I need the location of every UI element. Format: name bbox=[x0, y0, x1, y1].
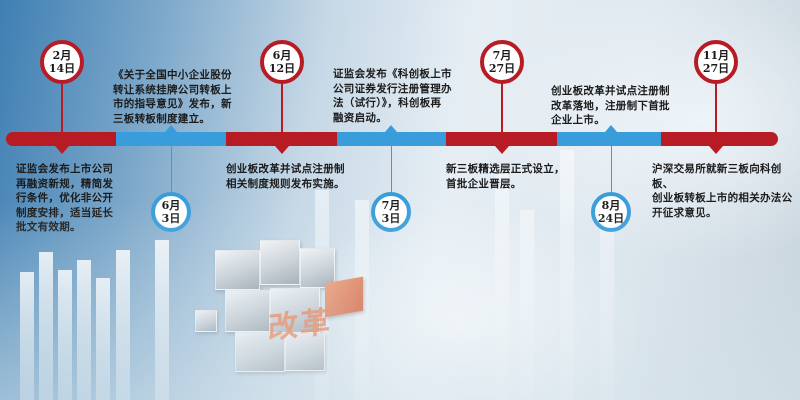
marker-month: 8月 bbox=[601, 199, 621, 212]
timeline-pointer bbox=[495, 146, 509, 154]
text-line: 证监会发布《科创板上市 bbox=[333, 68, 452, 80]
text-line: 转让系统挂牌公司转板上 bbox=[113, 83, 232, 96]
text-line: 首批企业晋层。 bbox=[446, 177, 522, 190]
marker-day: 14日 bbox=[48, 62, 76, 75]
timeline-segment-blue bbox=[116, 132, 226, 146]
marker-day: 3日 bbox=[381, 212, 401, 225]
date-marker-jun3: 6月 3日 bbox=[151, 192, 191, 232]
event-description-aug24: 创业板改革并试点注册制 改革落地，注册制下首批 企业上市。 bbox=[551, 84, 676, 128]
event-description-nov27: 沪深交易所就新三板向科创板、 创业板转板上市的相关办法公 开征求意见。 bbox=[652, 162, 800, 220]
timeline-stem bbox=[281, 80, 283, 133]
timeline-segment-red bbox=[661, 132, 778, 146]
bg-bar bbox=[495, 170, 509, 400]
text-line: 再融资新规，精简发 bbox=[16, 177, 114, 190]
timeline-pointer bbox=[55, 146, 69, 154]
reform-cube-graphic bbox=[195, 240, 380, 380]
timeline-segment-blue bbox=[337, 132, 446, 146]
marker-month: 6月 bbox=[161, 199, 181, 212]
cube-block bbox=[285, 333, 325, 371]
text-line: 公司证券发行注册管理办 bbox=[333, 82, 452, 95]
timeline-pointer bbox=[605, 125, 617, 132]
marker-month: 11月 bbox=[702, 49, 730, 62]
text-line: 创业板改革并试点注册制 bbox=[226, 163, 345, 175]
text-line: 市的指导意见》发布，新 bbox=[113, 98, 232, 110]
timeline-stem bbox=[611, 146, 612, 194]
timeline-stem bbox=[501, 80, 503, 133]
date-marker-nov27: 11月 27日 bbox=[694, 40, 738, 84]
timeline-bar bbox=[6, 132, 778, 146]
marker-day: 12日 bbox=[268, 62, 296, 75]
bg-bar bbox=[520, 210, 534, 400]
text-line: 相关制度规则发布实施。 bbox=[226, 177, 345, 190]
text-line: 创业板改革并试点注册制 bbox=[551, 85, 670, 97]
marker-day: 24日 bbox=[597, 212, 625, 225]
event-description-jun12: 创业板改革并试点注册制 相关制度规则发布实施。 bbox=[226, 162, 351, 191]
bg-bar bbox=[20, 272, 34, 400]
event-description-jun3: 《关于全国中小企业股份 转让系统挂牌公司转板上 市的指导意见》发布，新 三板转板… bbox=[113, 68, 233, 126]
date-marker-jul27: 7月 27日 bbox=[480, 40, 524, 84]
timeline-segment-red bbox=[6, 132, 116, 146]
date-marker-jun12: 6月 12日 bbox=[260, 40, 304, 84]
text-line: 融资启动。 bbox=[333, 111, 387, 124]
text-line: 企业上市。 bbox=[551, 114, 605, 126]
bg-bar bbox=[96, 278, 110, 400]
text-line: 开征求意见。 bbox=[652, 206, 717, 219]
text-line: 改革落地，注册制下首批 bbox=[551, 99, 670, 112]
timeline-pointer bbox=[165, 125, 177, 132]
cube-block bbox=[215, 250, 260, 290]
cube-block bbox=[270, 288, 320, 333]
bg-bar bbox=[77, 260, 91, 400]
bg-bar bbox=[600, 230, 614, 400]
text-line: 新三板精选层正式设立， bbox=[446, 163, 565, 175]
timeline-pointer bbox=[275, 146, 289, 154]
timeline-pointer bbox=[385, 125, 397, 132]
date-marker-feb14: 2月 14日 bbox=[40, 40, 84, 84]
bg-bar bbox=[155, 240, 169, 400]
bg-bar bbox=[39, 252, 53, 400]
marker-day: 3日 bbox=[161, 212, 181, 225]
timeline-stem bbox=[171, 146, 172, 194]
timeline-segment-red bbox=[226, 132, 337, 146]
event-description-feb14: 证监会发布上市公司 再融资新规，精简发 行条件，优化非公开 制度安排，适当延长 … bbox=[16, 162, 116, 235]
bg-bar bbox=[58, 270, 72, 400]
timeline-stem bbox=[391, 146, 392, 194]
cube-block bbox=[225, 290, 270, 332]
cube-block bbox=[235, 332, 285, 372]
reform-title-text: 改革 bbox=[268, 304, 332, 347]
timeline-segment-blue bbox=[557, 132, 661, 146]
bg-bar bbox=[116, 250, 130, 400]
text-line: 批文有效期。 bbox=[16, 221, 81, 233]
marker-month: 2月 bbox=[52, 49, 72, 62]
cube-block bbox=[260, 240, 300, 285]
marker-month: 6月 bbox=[272, 49, 292, 62]
text-line: 三板转板制度建立。 bbox=[113, 112, 211, 125]
marker-day: 27日 bbox=[702, 62, 730, 75]
text-line: 沪深交易所就新三板向科创板、 bbox=[652, 163, 782, 190]
event-description-jul3: 证监会发布《科创板上市 公司证券发行注册管理办 法（试行）》，科创板再 融资启动… bbox=[333, 67, 463, 125]
event-description-jul27: 新三板精选层正式设立， 首批企业晋层。 bbox=[446, 162, 571, 191]
timeline-segment-red bbox=[446, 132, 557, 146]
text-line: 《关于全国中小企业股份 bbox=[113, 69, 232, 81]
text-line: 制度安排，适当延长 bbox=[16, 206, 114, 219]
text-line: 证监会发布上市公司 bbox=[16, 163, 114, 175]
marker-day: 27日 bbox=[488, 62, 516, 75]
marker-month: 7月 bbox=[492, 49, 512, 62]
text-line: 创业板转板上市的相关办法公 bbox=[652, 192, 793, 204]
marker-month: 7月 bbox=[381, 199, 401, 212]
cube-block bbox=[195, 310, 217, 332]
bg-bar bbox=[560, 150, 574, 400]
date-marker-aug24: 8月 24日 bbox=[591, 192, 631, 232]
text-line: 法（试行）》，科创板再 bbox=[333, 97, 442, 109]
timeline-pointer bbox=[709, 146, 723, 154]
text-line: 行条件，优化非公开 bbox=[16, 192, 114, 204]
timeline-stem bbox=[61, 80, 63, 133]
timeline-stem bbox=[715, 80, 717, 133]
date-marker-jul3: 7月 3日 bbox=[371, 192, 411, 232]
cube-block bbox=[300, 248, 335, 288]
